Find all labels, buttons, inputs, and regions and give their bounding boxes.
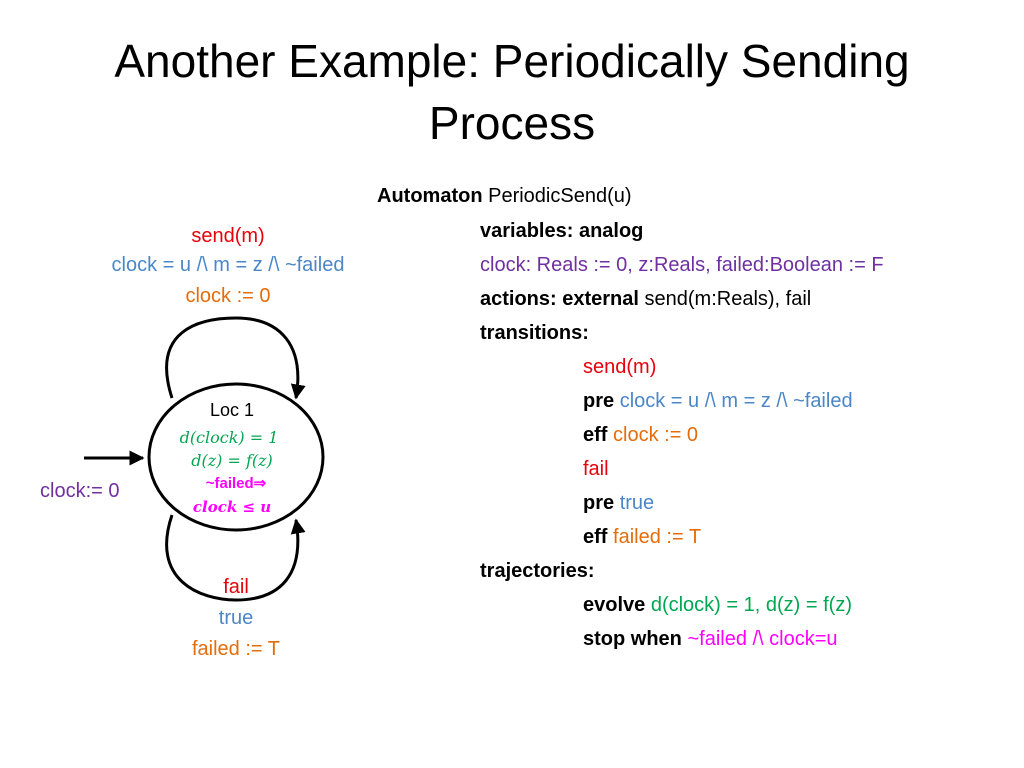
spec-variables-declaration: clock: Reals := 0, z:Reals, failed:Boole…	[480, 254, 884, 276]
spec-t1-action: send(m)	[583, 356, 657, 378]
spec-variables-keyword: variables: analog	[480, 220, 644, 242]
spec-t1-pre-guard: clock = u /\ m = z /\ ~failed	[619, 390, 853, 412]
spec-stop-keyword: stop when	[583, 628, 682, 650]
bottom-transition-action: fail	[223, 576, 249, 598]
self-loop-bottom-arrow	[165, 514, 306, 602]
spec-t1-eff-assignment: clock := 0	[613, 424, 699, 446]
top-transition-effect: clock := 0	[185, 285, 271, 307]
spec-stop-condition: ~failed /\ clock=u	[687, 628, 838, 650]
spec-header-keyword: Automaton	[377, 185, 483, 207]
top-transition-action: send(m)	[191, 225, 265, 247]
spec-actions-keyword: actions: external	[480, 288, 639, 310]
spec-trajectories-keyword: trajectories:	[480, 560, 595, 582]
location-invariant-bound: clock ≤ u	[192, 498, 272, 516]
slide-title-line1: Another Example: Periodically Sending	[114, 35, 910, 87]
location-ellipse	[147, 382, 325, 532]
spec-actions: actions: external send(m:Reals), fail	[480, 282, 811, 316]
spec-transitions-keyword: transitions:	[480, 322, 589, 344]
spec-t2-eff-assignment: failed := T	[613, 526, 702, 548]
spec-t2-pre-guard: true	[619, 492, 655, 514]
spec-actions-list: send(m:Reals), fail	[644, 288, 812, 310]
slide-title: Another Example: Periodically Sending Pr…	[0, 30, 1024, 154]
top-transition-guard: clock = u /\ m = z /\ ~failed	[111, 254, 345, 276]
spec-t2-pre: pre true	[583, 486, 654, 520]
location-flow-z: d(z) = f(z)	[191, 451, 273, 470]
spec-evolve-keyword: evolve	[583, 594, 646, 616]
spec-evolve-flow: d(clock) = 1, d(z) = f(z)	[650, 594, 852, 616]
spec-t1-pre-keyword: pre	[583, 390, 615, 412]
spec-t1-pre: pre clock = u /\ m = z /\ ~failed	[583, 384, 853, 418]
spec-evolve: evolve d(clock) = 1, d(z) = f(z)	[583, 588, 852, 622]
location-flow-clock: d(clock) = 1	[179, 428, 279, 447]
spec-t2-eff: eff failed := T	[583, 520, 701, 554]
slide-title-line2: Process	[428, 97, 596, 149]
location-invariant-premise: ~failed⇒	[205, 475, 267, 492]
bottom-transition-guard: true	[218, 607, 254, 629]
spec-t2-eff-keyword: eff	[583, 526, 608, 548]
spec-t1-eff: eff clock := 0	[583, 418, 698, 452]
spec-header-name: PeriodicSend(u)	[488, 185, 632, 207]
self-loop-top-arrow	[165, 316, 306, 400]
spec-stop-when: stop when ~failed /\ clock=u	[583, 622, 838, 656]
spec-t2-pre-keyword: pre	[583, 492, 615, 514]
bottom-transition-effect: failed := T	[191, 638, 281, 660]
spec-t1-eff-keyword: eff	[583, 424, 608, 446]
initial-label: clock:= 0	[40, 480, 120, 502]
spec-t2-action: fail	[583, 458, 609, 480]
spec-header: Automaton PeriodicSend(u)	[377, 179, 632, 213]
location-name: Loc 1	[209, 400, 255, 420]
